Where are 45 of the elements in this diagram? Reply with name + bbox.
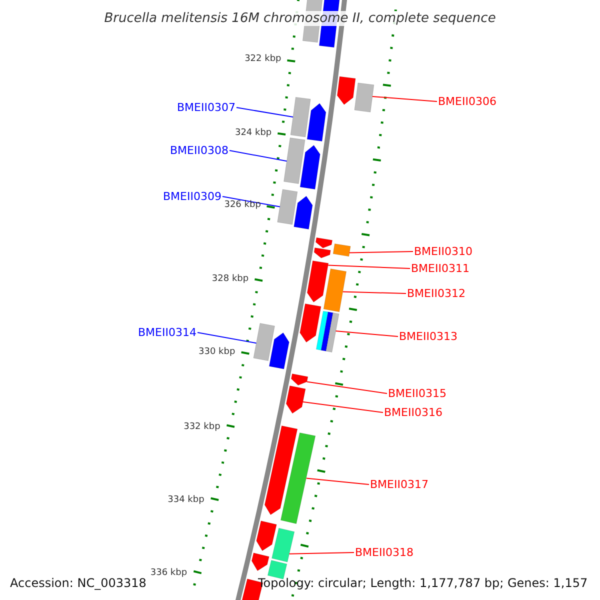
gene-label: BMEII0310 — [414, 246, 472, 257]
gene-label: BMEII0306 — [438, 96, 496, 107]
leader-line — [302, 401, 384, 413]
gene-label: BMEII0308 — [170, 145, 228, 156]
gene-feature — [314, 237, 351, 258]
gene-label: BMEII0318 — [355, 547, 414, 558]
scale-label: 334 kbp — [168, 496, 204, 505]
gene-label: BMEII0314 — [138, 327, 196, 338]
gene-feature — [251, 520, 295, 580]
footer-text: Accession: NC_003318 — [10, 577, 146, 589]
leader-line — [335, 330, 398, 337]
gene-label: BMEII0313 — [399, 331, 458, 342]
leader-line — [236, 107, 294, 118]
leader-line — [348, 251, 414, 254]
leader-line — [222, 196, 280, 208]
scale-label: 330 kbp — [198, 348, 236, 358]
gene-label: BMEII0311 — [411, 263, 470, 274]
gene-label: BMEII0312 — [407, 288, 466, 299]
gene-feature — [323, 268, 347, 312]
leader-line — [197, 332, 257, 344]
scale-label: 326 kbp — [224, 200, 261, 210]
footer-text: Topology: circular; Length: 1,177,787 bp; Genes: 1,157 — [258, 577, 588, 589]
gene-label: BMEII0307 — [177, 102, 236, 113]
gene-feature — [253, 323, 290, 370]
gene-feature — [284, 138, 320, 190]
gene-label: BMEII0317 — [370, 479, 428, 490]
gene-feature — [277, 189, 313, 230]
scale-label: 322 kbp — [244, 55, 282, 64]
gene-feature — [336, 76, 374, 112]
leader-line — [342, 291, 406, 294]
leader-line — [229, 150, 288, 162]
gene-feature — [264, 426, 316, 524]
scale-label: 332 kbp — [184, 422, 220, 432]
scale-label: 328 kbp — [212, 275, 249, 284]
scale-label: 324 kbp — [234, 128, 272, 138]
leader-line — [306, 478, 370, 485]
leader-line — [328, 264, 410, 269]
gene-label: BMEII0316 — [384, 407, 442, 418]
leader-line — [306, 381, 388, 394]
leader-line — [372, 96, 438, 102]
gene-feature — [300, 303, 340, 352]
gene-label: BMEII0315 — [388, 388, 446, 399]
gene-feature — [290, 96, 326, 142]
scale-label: 336 kbp — [150, 569, 188, 578]
gene-label: BMEII0309 — [163, 191, 222, 202]
